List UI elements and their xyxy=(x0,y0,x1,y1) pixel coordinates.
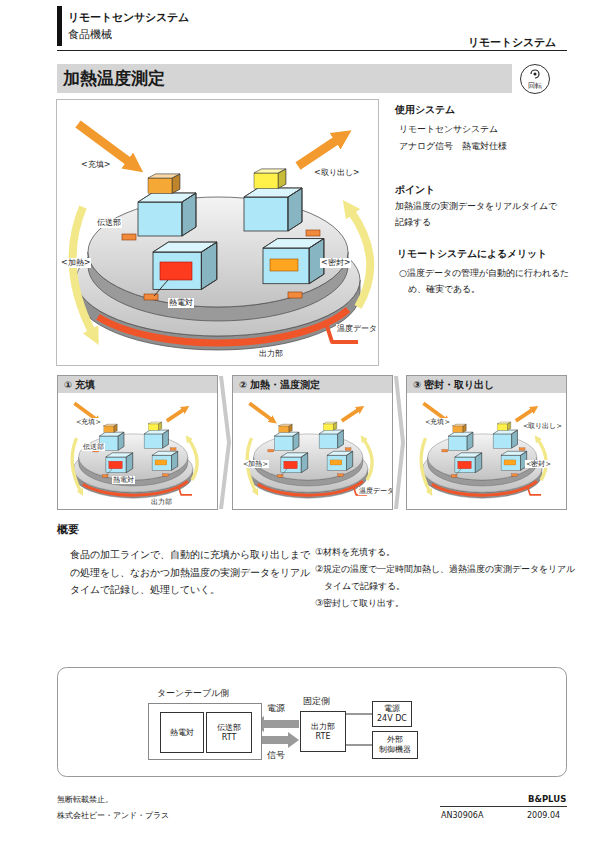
node-text: 出力部 RTE xyxy=(304,722,342,742)
list-item: ①材料を充填する。 xyxy=(315,546,567,558)
section-heading: 使用システム xyxy=(395,103,455,116)
step-label: <密封> xyxy=(525,460,552,468)
header-text: 食品機械 xyxy=(68,28,112,42)
step-label: <充填> xyxy=(424,418,451,426)
part-label: 出力部 xyxy=(258,349,284,359)
step-panel: ③ 密封・取り出し xyxy=(406,375,567,510)
turntable-group: ターンテーブル側熱電対伝送部 RTT xyxy=(148,703,262,760)
sensor-box: 熱電対 xyxy=(160,712,204,753)
node-heading: ターンテーブル側 xyxy=(157,688,229,699)
body-text: 加熱温度の実測データをリアルタイムで記録する xyxy=(395,199,565,231)
wire-segment xyxy=(346,745,372,746)
footer-text: 株式会社ビー・アンド・プラス xyxy=(57,811,169,821)
wire-line xyxy=(346,714,372,715)
page-title: 加熱温度測定 xyxy=(63,67,165,89)
logo-text: B&PLUS xyxy=(528,794,566,805)
signal-label: 温度データ xyxy=(358,487,395,495)
node-heading: 固定側 xyxy=(303,696,330,707)
part-label: 伝送部 xyxy=(96,218,122,228)
node-text: 電源 24V DC xyxy=(377,704,407,724)
footer-text: AN30906A xyxy=(441,811,483,821)
section-heading: 概要 xyxy=(57,523,79,537)
rotation-icon: 回転 xyxy=(520,64,550,94)
step-label: <加熱> xyxy=(60,258,91,268)
footer-text: 無断転載禁止。 xyxy=(57,795,113,805)
wire-segment xyxy=(346,714,372,715)
step-panel: ② 加熱・温度測定 xyxy=(232,375,393,510)
part-label: 伝送部 xyxy=(82,443,105,451)
step-label: <取り出し> xyxy=(522,422,563,430)
part-label: 熱電対 xyxy=(112,476,135,484)
node-text: 伝送部 RTT xyxy=(211,723,247,743)
step-panel: ① 充填 xyxy=(57,375,218,510)
output-box: 固定側出力部 RTE xyxy=(300,711,346,752)
node-heading: ① 充填 xyxy=(58,376,217,393)
edge-label: 信号 xyxy=(266,750,286,761)
list-item: ③密封して取り出す。 xyxy=(315,597,567,609)
step-label: <加熱> xyxy=(242,460,269,468)
body-text: ○温度データの管理が自動的に行われるため、確実である。 xyxy=(399,266,576,298)
node-text: 外部 制御機器 xyxy=(376,735,414,755)
header-text: リモートシステム xyxy=(468,36,556,50)
section-heading: ポイント xyxy=(395,183,435,196)
wire-line xyxy=(346,745,372,746)
body-text: 食品の加工ラインで、自動的に充填から取り出しまでの処理をし、なおかつ加熱温度の実… xyxy=(70,546,310,599)
header-text: リモートセンサシステム xyxy=(68,11,189,25)
footer-text: 2009.04 xyxy=(527,811,560,821)
list-item: ②規定の温度で一定時間加熱し、過熱温度の実測データをリアルタイムで記録する。 xyxy=(315,561,576,594)
node-text: 熱電対 xyxy=(170,728,194,738)
step-label: <密封> xyxy=(320,258,351,268)
part-label: 出力部 xyxy=(150,498,173,506)
node-text: 回転 xyxy=(528,82,542,90)
edge-label: 電源 xyxy=(266,703,286,714)
controller-box: 外部 制御機器 xyxy=(372,731,418,759)
part-label: 熱電対 xyxy=(168,298,194,308)
power-box: 電源 24V DC xyxy=(372,701,412,727)
body-text: アナログ信号 熱電対仕様 xyxy=(399,141,507,153)
step-label: <取り出し> xyxy=(313,168,360,178)
step-label: <充填> xyxy=(80,160,111,170)
section-heading: リモートシステムによるメリット xyxy=(397,248,547,260)
step-chevron xyxy=(394,376,405,509)
step-chevron xyxy=(219,376,231,509)
body-text: リモートセンサシステム xyxy=(399,124,498,136)
step-label: <充填> xyxy=(75,418,102,426)
transmitter-box: 伝送部 RTT xyxy=(206,712,252,753)
node-heading: ③ 密封・取り出し xyxy=(407,376,566,393)
node-heading: ② 加熱・温度測定 xyxy=(233,376,392,393)
signal-label: 温度データ xyxy=(336,324,378,334)
